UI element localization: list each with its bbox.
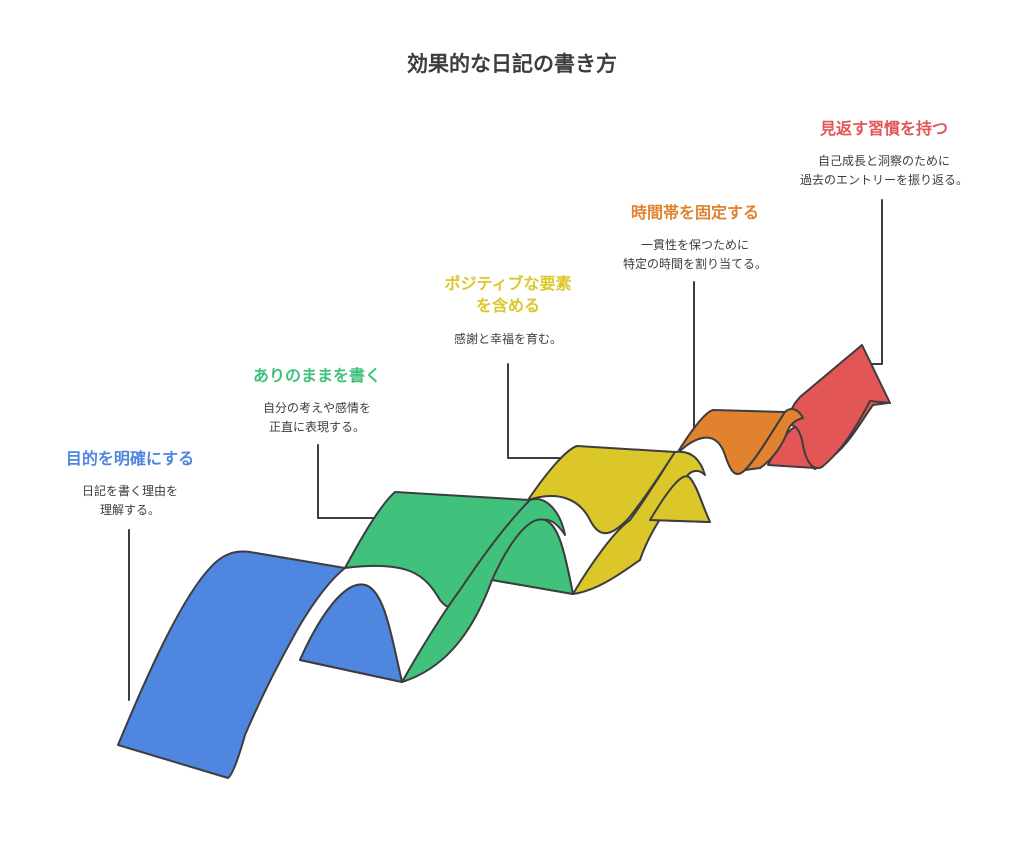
diagram-title: 効果的な日記の書き方: [407, 52, 617, 76]
arch-3: [527, 445, 676, 535]
step-2-title: ありのままを書く: [252, 366, 381, 385]
step-3-description: 感謝と幸福を育む。: [453, 332, 562, 346]
arch-1-back: [299, 583, 403, 683]
arch-3-step: [649, 475, 711, 523]
step-5-title: 見返す習慣を持つ: [819, 119, 948, 138]
arch-2-front: [401, 498, 566, 683]
connector-line-3: [507, 363, 561, 459]
step-3-title: ポジティブな要素 を含める: [444, 274, 572, 315]
connector-line-2: [317, 444, 379, 519]
step-1-description: 日記を書く理由を 理解する。: [81, 484, 178, 517]
step-1-title: 目的を明確にする: [65, 449, 195, 468]
arch-4-front: [744, 408, 804, 471]
step-4-description: 一貫性を保つために 特定の時間を割り当てる。: [622, 238, 767, 271]
arch-1: [117, 550, 346, 779]
step-4-title: 時間帯を固定する: [630, 203, 759, 222]
step-5-description: 自己成長と洞察のために 過去のエントリーを振り返る。: [799, 154, 968, 187]
connector-line-5: [861, 199, 883, 365]
arch-2-step: [491, 518, 574, 595]
step-2-description: 自分の考えや感情を 正直に表現する。: [262, 401, 371, 434]
